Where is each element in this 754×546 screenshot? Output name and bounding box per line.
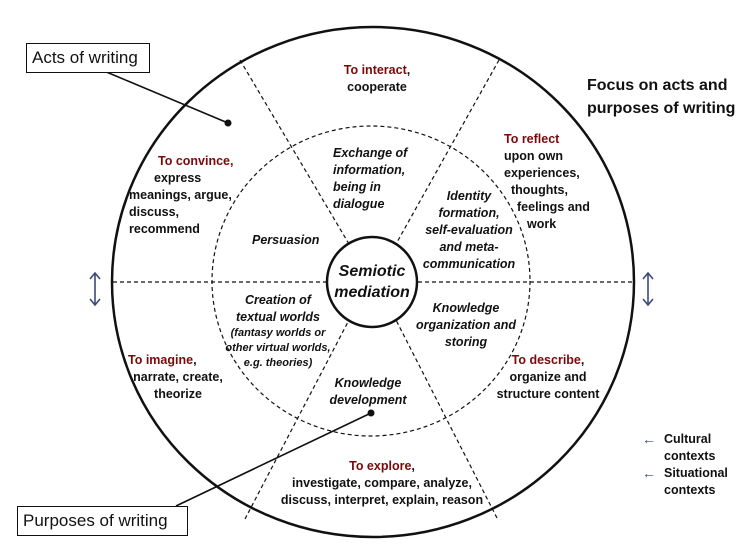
inner-line: Knowledge [432, 301, 500, 315]
segment-line: structure content [496, 387, 600, 401]
purposes-leader-line [175, 412, 372, 507]
context-legend: ← Cultural contexts ← Situational contex… [642, 431, 728, 499]
purposes-leader-dot [367, 409, 375, 417]
divider-lower-right [395, 319, 498, 519]
inner-line: Exchange of [333, 146, 408, 160]
segment-heading: To imagine [128, 353, 194, 367]
inner-creation: Creation of textual worlds (fantasy worl… [218, 292, 338, 371]
segment-line: investigate, compare, analyze, [292, 476, 472, 490]
inner-note-line: e.g. theories) [243, 357, 313, 369]
inner-knowledge-organization: Knowledge organization and storing [410, 300, 522, 351]
segment-line: discuss, [129, 205, 180, 219]
inner-line: being in [333, 180, 381, 194]
inner-line: storing [444, 335, 488, 349]
inner-line: dialogue [333, 197, 385, 211]
title-line: Focus on acts and [587, 77, 728, 94]
inner-line: Persuasion [252, 233, 320, 247]
heading-punct: , [193, 353, 197, 367]
legend-line: Situational [664, 466, 728, 480]
segment-line: recommend [129, 222, 200, 236]
inner-line: self-evaluation [425, 223, 513, 237]
inner-line: formation, [438, 206, 500, 220]
segment-line: narrate, create, [133, 370, 223, 384]
inner-line: Identity [446, 189, 492, 203]
legend-item-situational: ← Situational contexts [642, 465, 728, 499]
inner-line: Creation of [245, 293, 311, 307]
legend-line: contexts [664, 449, 716, 463]
segment-line: experiences, [504, 166, 580, 180]
inner-dashed-circle [211, 125, 531, 437]
arrow-left-icon: ← [642, 465, 656, 481]
inner-line: information, [333, 163, 406, 177]
diagram-title: Focus on acts and purposes of writing [587, 74, 735, 120]
segment-heading: To interact [343, 63, 407, 77]
inner-line: Knowledge [334, 376, 402, 390]
double-arrow-left-icon [89, 271, 101, 307]
heading-punct: , [580, 353, 585, 367]
purposes-of-writing-callout: Purposes of writing [17, 506, 188, 536]
outer-circle [110, 25, 636, 539]
divider-upper-right [395, 59, 500, 245]
center-line: mediation [334, 284, 410, 301]
acts-of-writing-callout: Acts of writing [26, 43, 150, 73]
inner-line: communication [422, 257, 516, 271]
inner-persuasion: Persuasion [252, 232, 319, 249]
acts-leader-line [103, 70, 229, 124]
legend-item-cultural: ← Cultural contexts [642, 431, 728, 465]
center-circle [325, 235, 419, 329]
segment-heading: To convince, [158, 154, 234, 168]
segment-line: discuss, interpret, explain, reason [280, 493, 484, 507]
heading-punct: , [411, 459, 415, 473]
inner-note-line: (fantasy worlds or [230, 327, 326, 339]
segment-explore: To explore, investigate, compare, analyz… [272, 458, 492, 509]
segment-line: thoughts, [511, 183, 568, 197]
segment-line: theorize [154, 387, 202, 401]
legend-line: Cultural [664, 432, 712, 446]
segment-line: express [154, 171, 202, 185]
segment-line: feelings and [517, 200, 590, 214]
inner-exchange: Exchange of information, being in dialog… [333, 145, 407, 213]
inner-line: organization and [416, 318, 516, 332]
segment-line: upon own [504, 149, 564, 163]
inner-line: textual worlds [235, 310, 321, 324]
acts-leader-dot [224, 119, 232, 127]
inner-identity: Identity formation, self-evaluation and … [414, 188, 524, 273]
segment-heading: To explore [349, 459, 412, 473]
segment-line: work [527, 217, 557, 231]
inner-line: and meta- [439, 240, 499, 254]
inner-line: development [329, 393, 407, 407]
divider-lower-left [244, 319, 350, 520]
legend-line: contexts [664, 483, 716, 497]
segment-reflect: To reflect upon own experiences, thought… [504, 131, 590, 233]
divider-upper-left [239, 59, 350, 245]
arrow-left-icon: ← [642, 431, 656, 447]
segment-line: meanings, argue, [129, 188, 232, 202]
segment-heading: To reflect [504, 132, 560, 146]
center-label: Semiotic mediation [327, 261, 417, 303]
inner-note-line: other virtual worlds, [225, 342, 331, 354]
segment-describe: To describe, organize and structure cont… [492, 352, 604, 403]
heading-punct: , [406, 63, 411, 77]
segment-line: cooperate [347, 80, 407, 94]
segment-interact: To interact, cooperate [330, 62, 424, 96]
inner-knowledge-development: Knowledge development [318, 375, 418, 409]
segment-imagine: To imagine, narrate, create, theorize [128, 352, 228, 403]
double-arrow-right-icon [642, 271, 654, 307]
segment-heading: To describe [511, 353, 581, 367]
segment-line: organize and [509, 370, 587, 384]
segment-convince: To convince, express meanings, argue, di… [129, 153, 233, 238]
title-line: purposes of writing [587, 100, 736, 117]
center-line: Semiotic [338, 263, 406, 280]
